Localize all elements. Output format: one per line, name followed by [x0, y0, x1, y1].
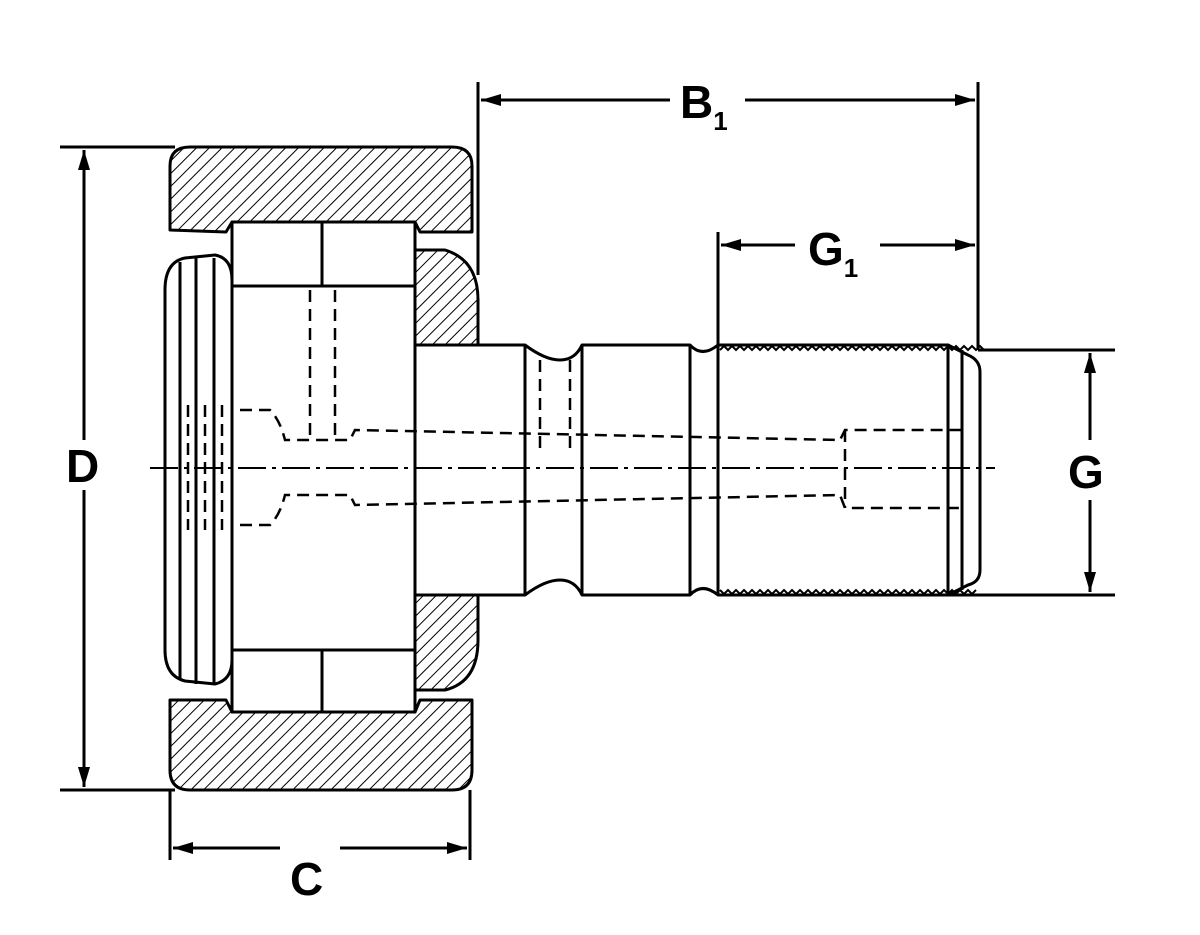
outer-ring-bottom-section — [168, 698, 474, 792]
label-d: D — [66, 440, 99, 492]
thread-bottom-serration — [719, 588, 977, 596]
label-b1: B1 — [680, 76, 728, 136]
seal-ring-top — [413, 248, 480, 347]
stud-shaft — [413, 343, 950, 597]
label-c: C — [290, 853, 323, 905]
outer-ring-top-section — [168, 145, 474, 234]
seal-ring-bottom — [413, 590, 480, 692]
label-g: G — [1068, 446, 1104, 498]
thread-top-serration — [719, 344, 985, 352]
thread-end-chamfer — [946, 343, 982, 597]
label-g1: G1 — [808, 223, 858, 283]
